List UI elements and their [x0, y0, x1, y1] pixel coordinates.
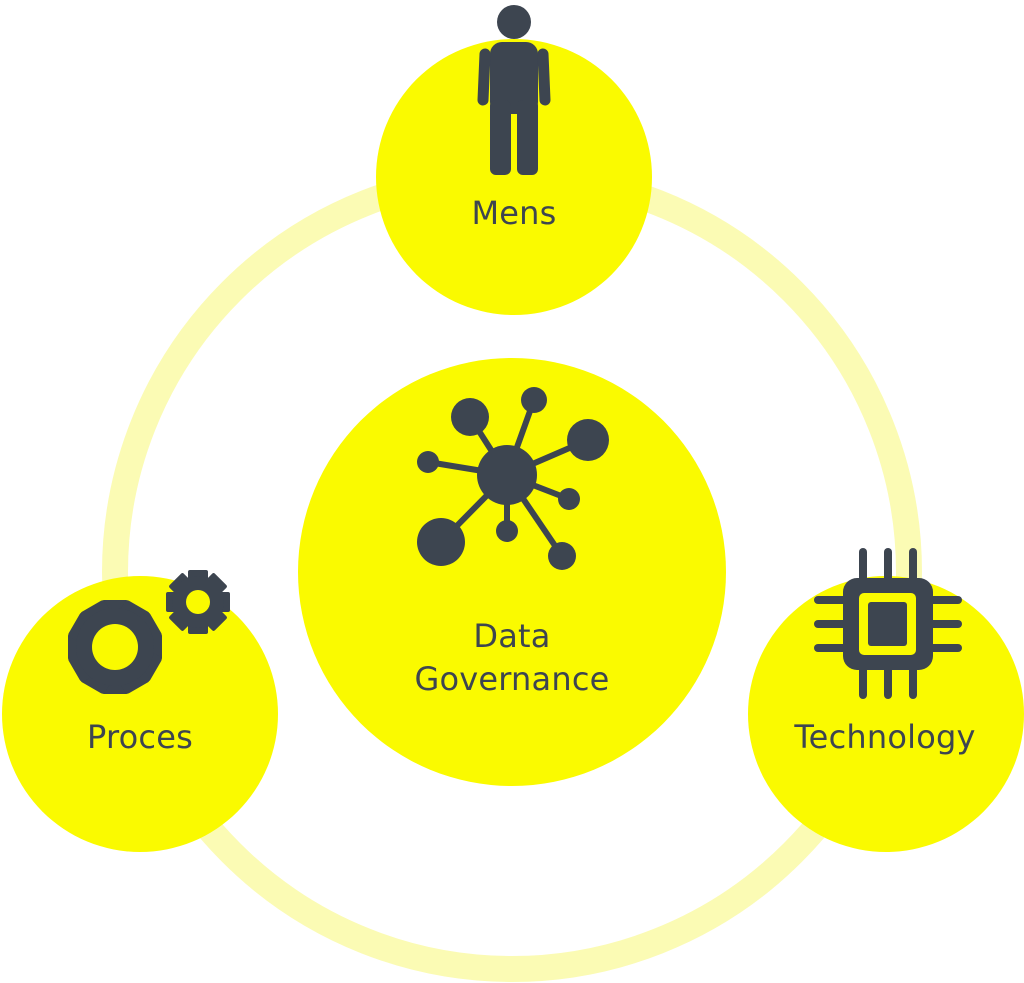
person-icon — [477, 5, 551, 175]
data-governance-label-line2: Governance — [414, 660, 610, 698]
technology-label: Technology — [794, 718, 976, 756]
top-circle — [376, 39, 652, 315]
large-gear-icon — [68, 600, 162, 694]
mens-label: Mens — [471, 194, 557, 232]
data-governance-label: Data Governance — [362, 615, 662, 701]
proces-label: Proces — [87, 718, 193, 756]
small-gear-icon — [166, 570, 230, 634]
data-governance-label-line1: Data — [473, 617, 551, 655]
chip-icon — [814, 548, 962, 699]
gears-icon — [68, 570, 230, 694]
network-hub-icon — [417, 387, 609, 570]
center-circle — [298, 358, 726, 786]
